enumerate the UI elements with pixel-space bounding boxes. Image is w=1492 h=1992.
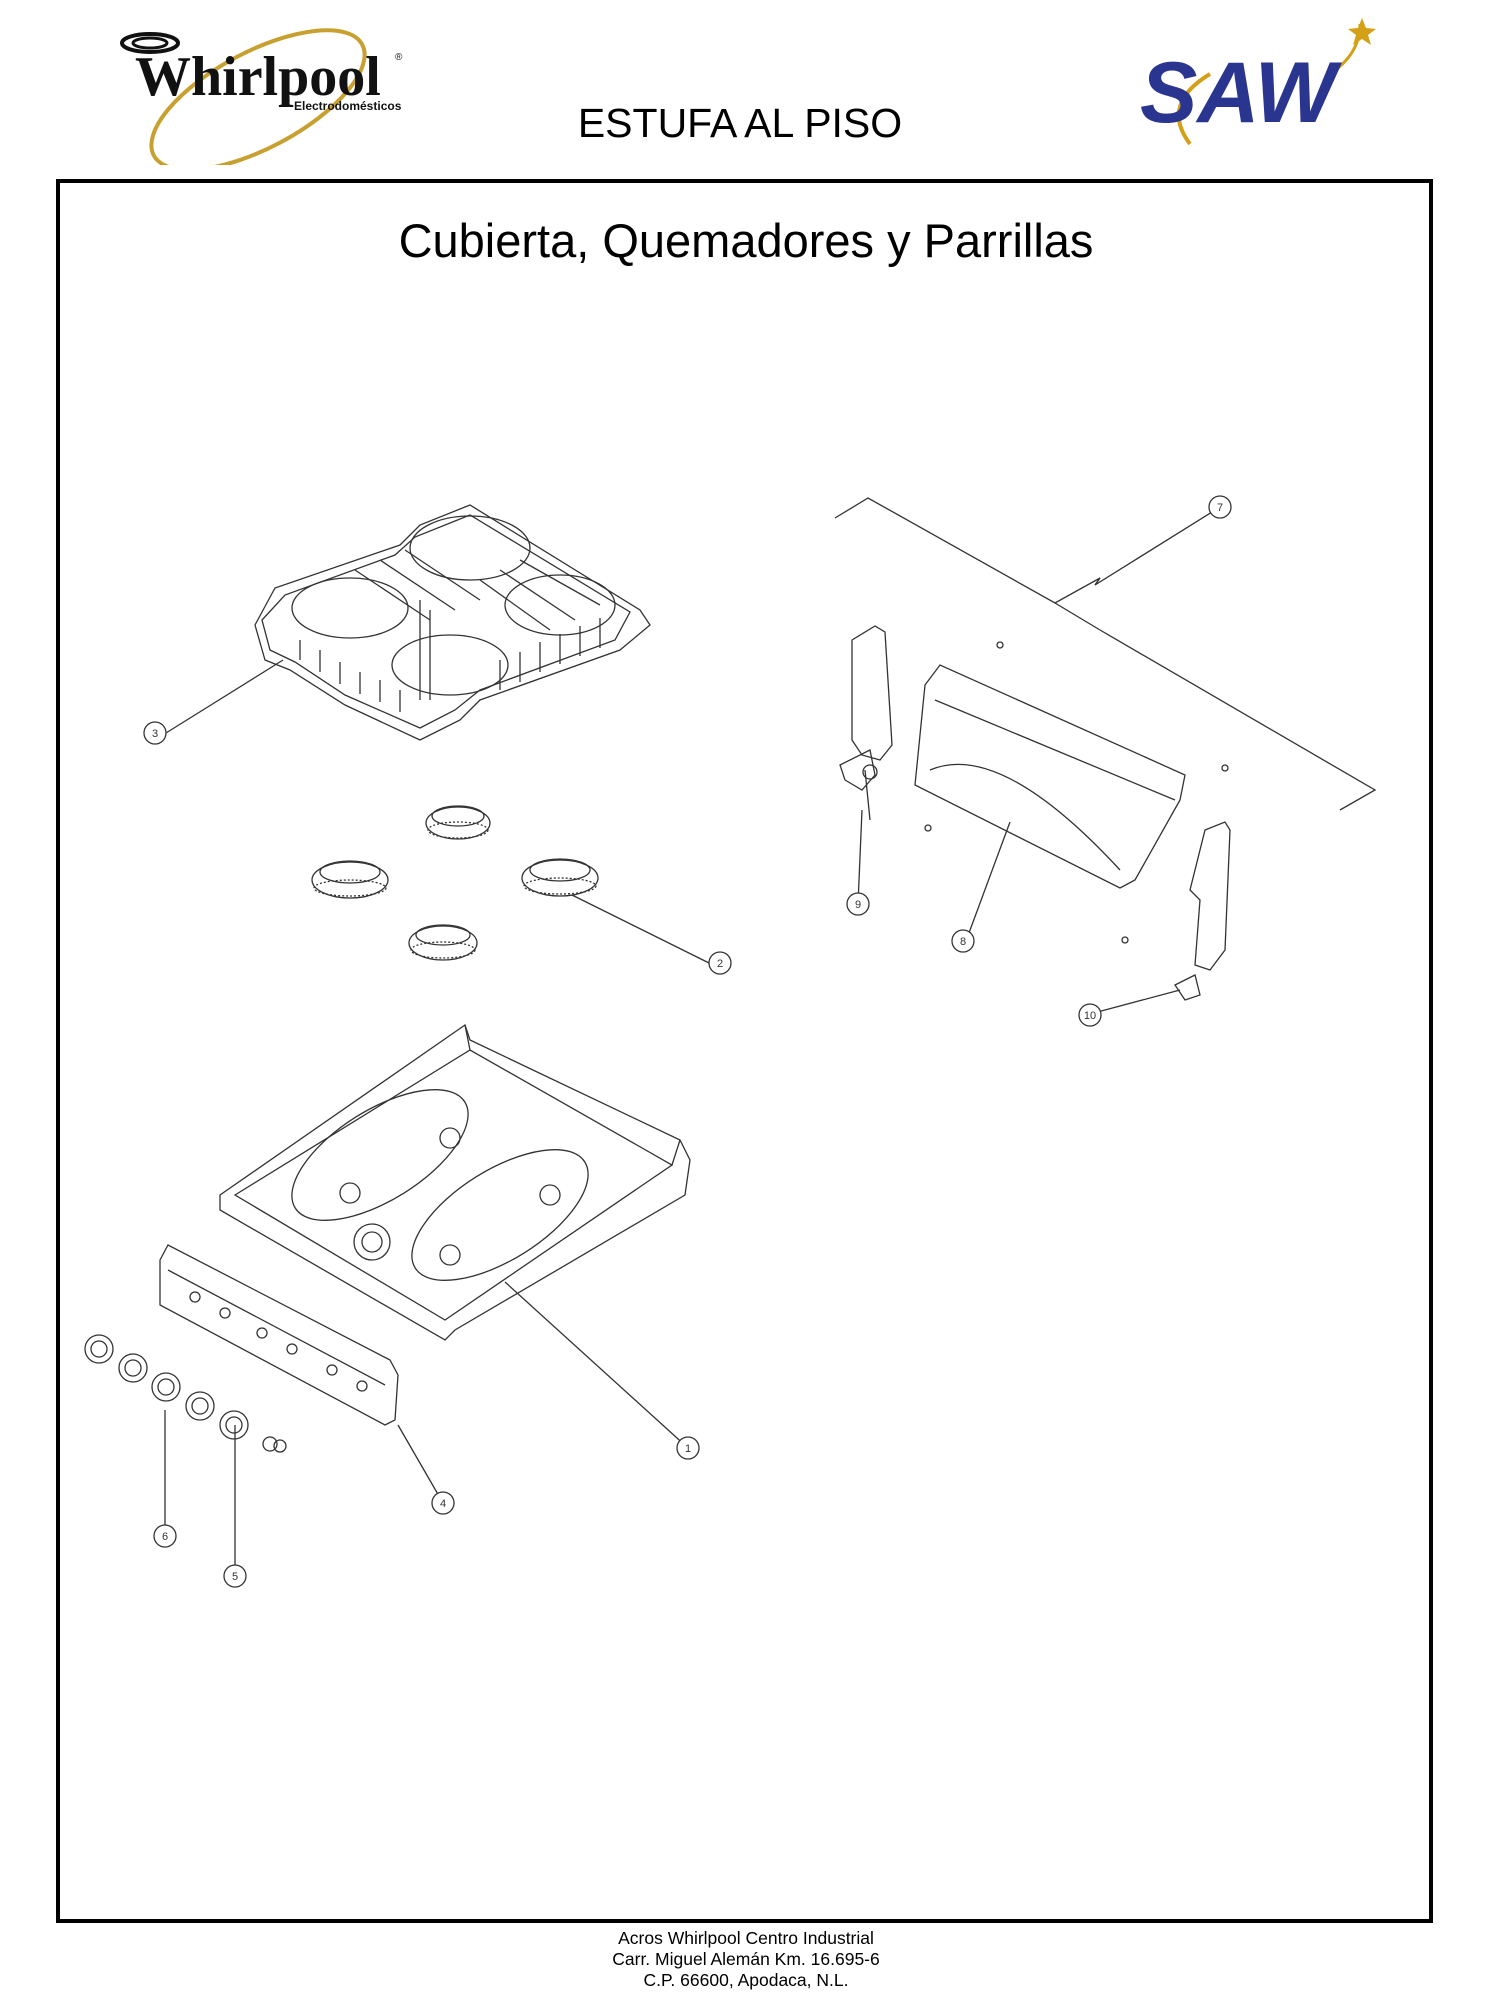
callout-4: 4 [431, 1491, 455, 1515]
backguard-bracket [834, 497, 1377, 811]
callout-10: 10 [1078, 1003, 1102, 1027]
diagram-title: Cubierta, Quemadores y Parrillas [398, 214, 1094, 267]
saw-wordmark: SAW [1140, 45, 1343, 141]
footer-address: Acros Whirlpool Centro Industrial Carr. … [446, 1928, 1046, 1991]
whirlpool-logo: Whirlpool ® Electrodomésticos [120, 28, 403, 165]
svg-text:7: 7 [1217, 502, 1223, 514]
grates-part [254, 504, 651, 741]
diagram-frame [56, 179, 1433, 1923]
left-bracket-part [839, 625, 893, 821]
callout-3: 3 [143, 721, 167, 745]
svg-text:5: 5 [232, 1571, 238, 1583]
document-title: ESTUFA AL PISO [577, 100, 903, 146]
svg-text:9: 9 [855, 899, 861, 911]
svg-text:®: ® [395, 52, 403, 63]
svg-text:8: 8 [960, 936, 966, 948]
callout-1: 1 [676, 1436, 700, 1460]
right-bracket-part [1174, 821, 1231, 1001]
backguard-panel-part [914, 641, 1229, 944]
callout-9: 9 [846, 892, 870, 916]
callout-2: 2 [708, 951, 732, 975]
svg-text:2: 2 [717, 958, 723, 970]
footer-line-3: C.P. 66600, Apodaca, N.L. [643, 1970, 849, 1990]
svg-text:3: 3 [152, 728, 158, 740]
callout-7: 7 [1208, 495, 1232, 519]
callout-8: 8 [951, 929, 975, 953]
leader-lines [164, 506, 1221, 1575]
saw-logo: SAW [1140, 18, 1376, 146]
svg-text:6: 6 [162, 1531, 168, 1543]
whirlpool-wordmark: Whirlpool [135, 46, 381, 108]
svg-text:10: 10 [1084, 1010, 1096, 1022]
callout-5: 5 [223, 1564, 247, 1588]
svg-text:1: 1 [685, 1443, 691, 1455]
burner-caps-part [311, 805, 599, 961]
control-panel-part [159, 1244, 399, 1426]
whirlpool-subtitle: Electrodomésticos [294, 99, 402, 113]
footer-line-1: Acros Whirlpool Centro Industrial [618, 1928, 874, 1948]
knobs-part [84, 1334, 287, 1453]
callout-6: 6 [153, 1524, 177, 1548]
svg-text:4: 4 [440, 1498, 446, 1510]
footer-line-2: Carr. Miguel Alemán Km. 16.695-6 [612, 1949, 880, 1969]
cooktop-part [219, 1023, 691, 1341]
